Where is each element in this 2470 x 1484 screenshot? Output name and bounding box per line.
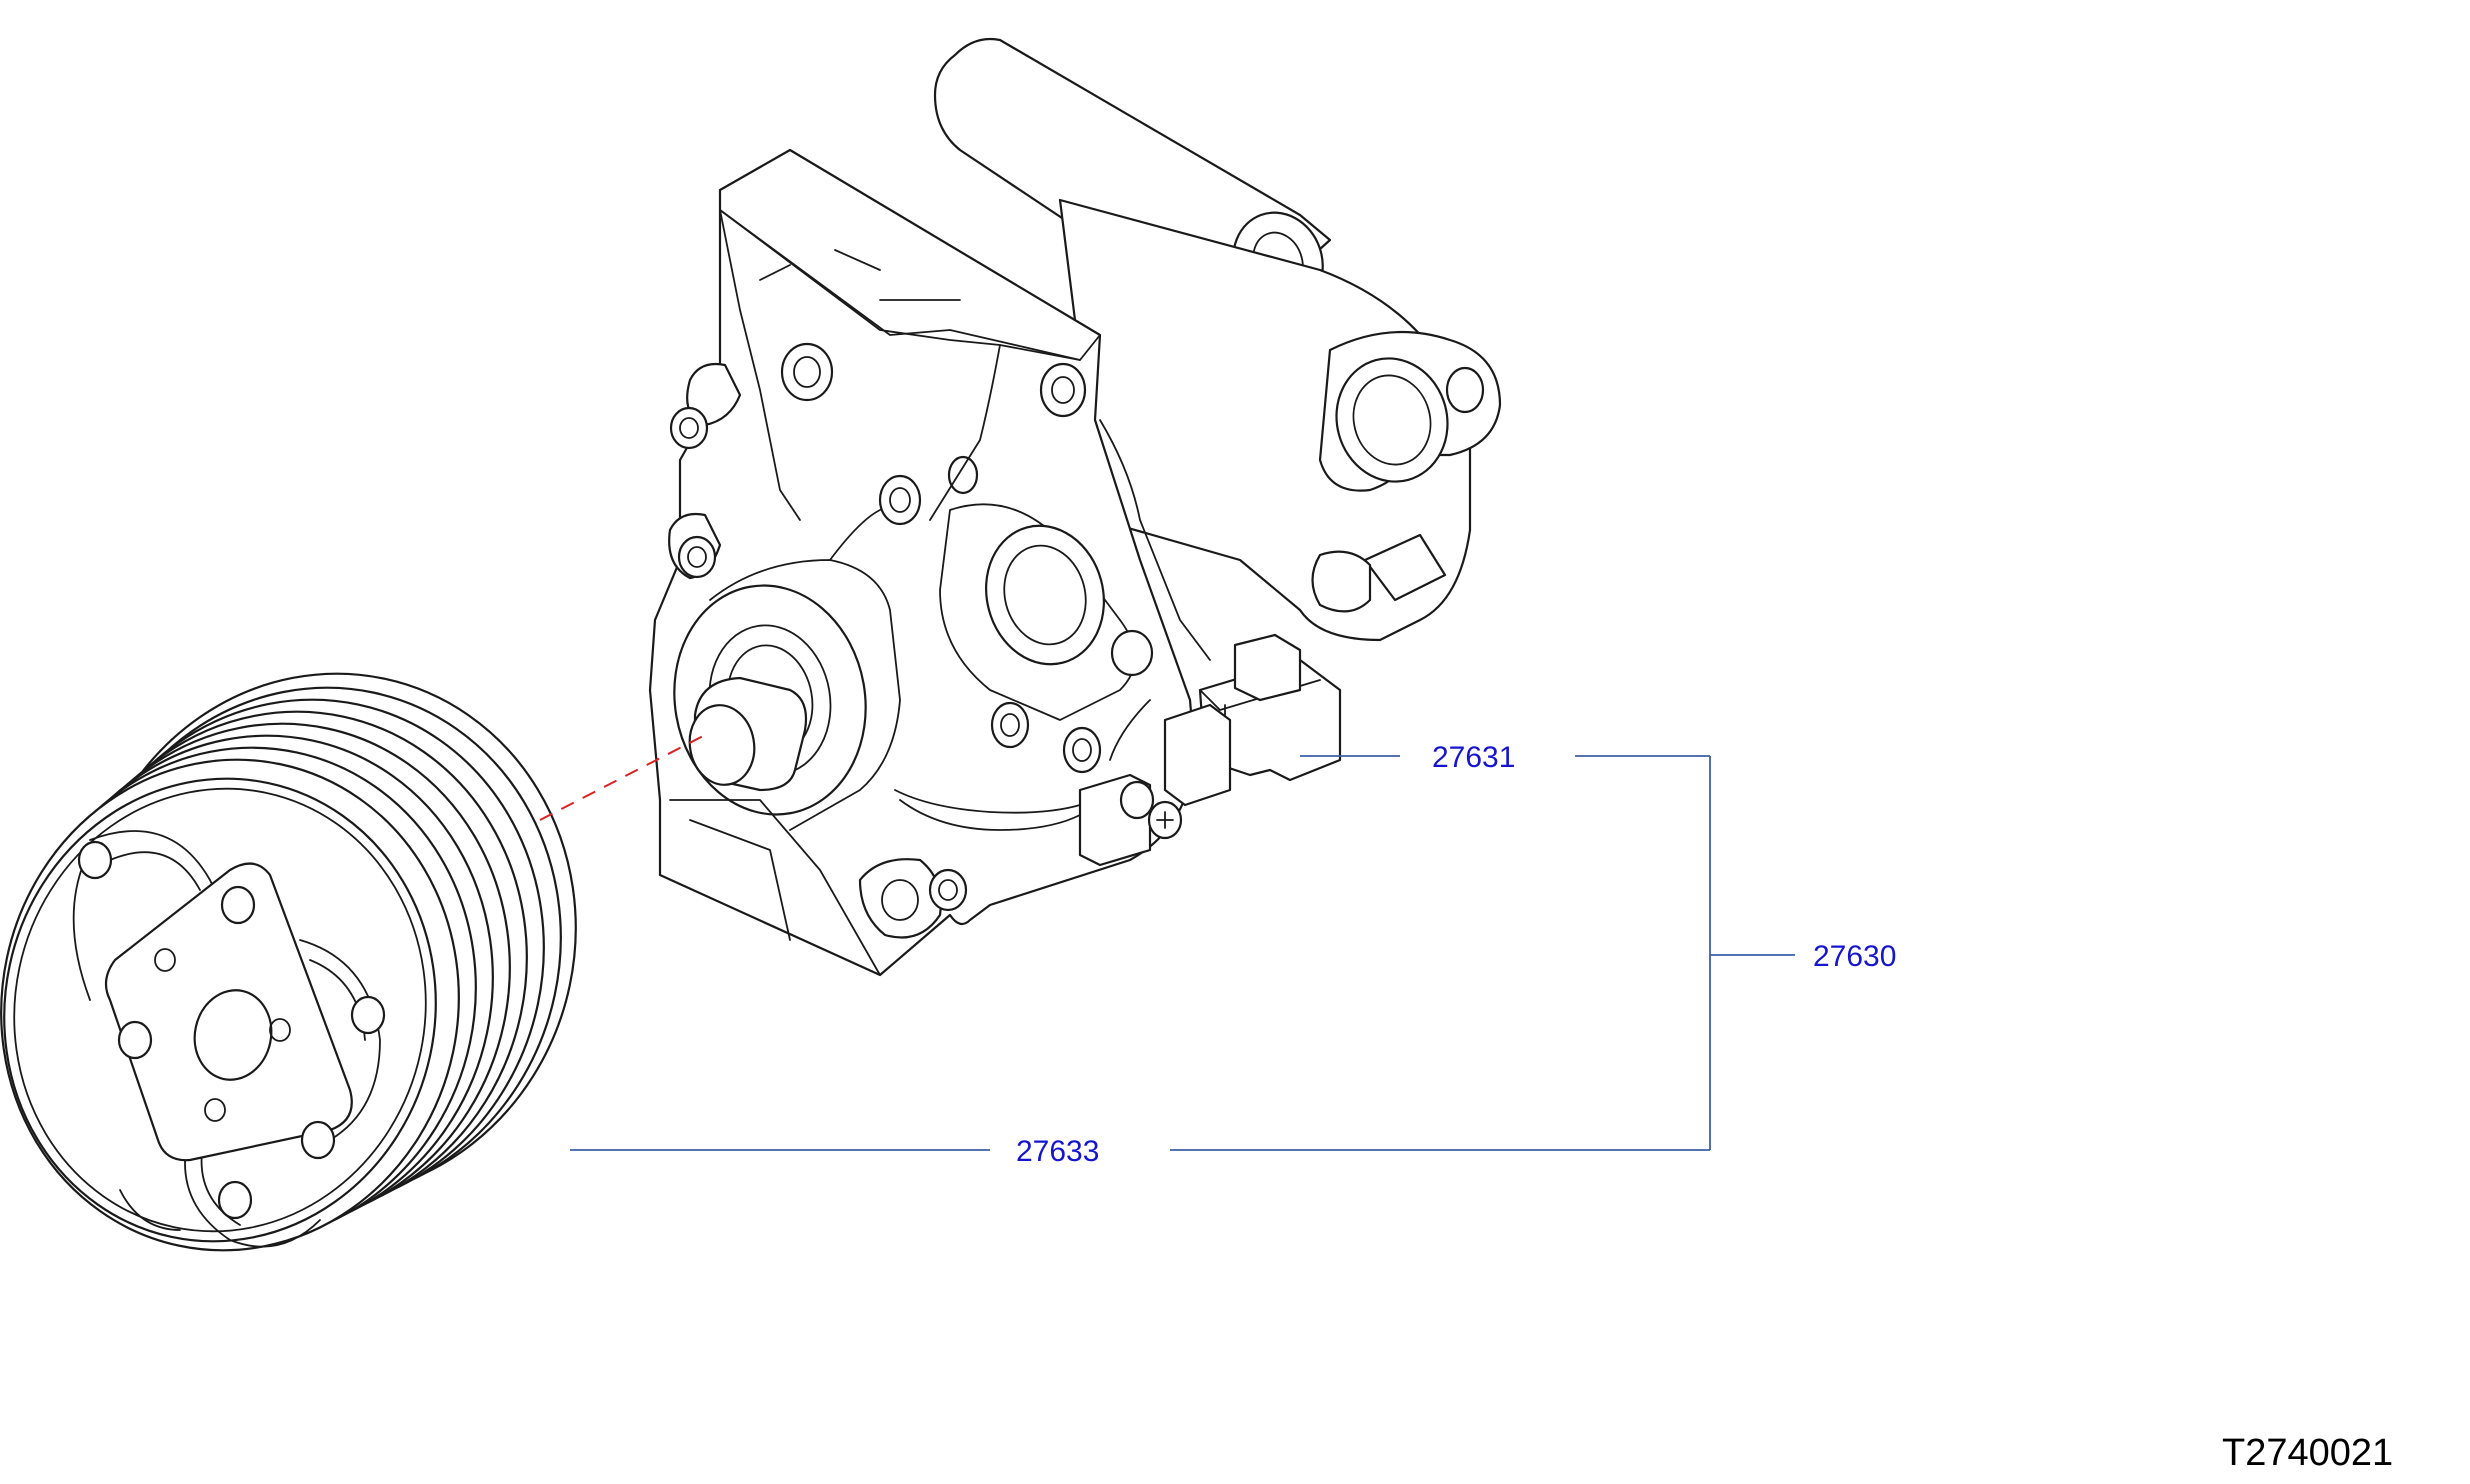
- clutch-icon: [0, 672, 577, 1252]
- callout-27633: 27633: [1016, 1135, 1099, 1168]
- compressor-icon: [648, 37, 1502, 977]
- callout-27631: 27631: [1432, 741, 1515, 774]
- leader-lines: [570, 755, 1795, 1151]
- axis-dash-line: [539, 734, 706, 821]
- connector-icon: [894, 633, 1342, 867]
- callout-27630: 27630: [1813, 940, 1896, 973]
- figure-id: T2740021: [2222, 1432, 2393, 1474]
